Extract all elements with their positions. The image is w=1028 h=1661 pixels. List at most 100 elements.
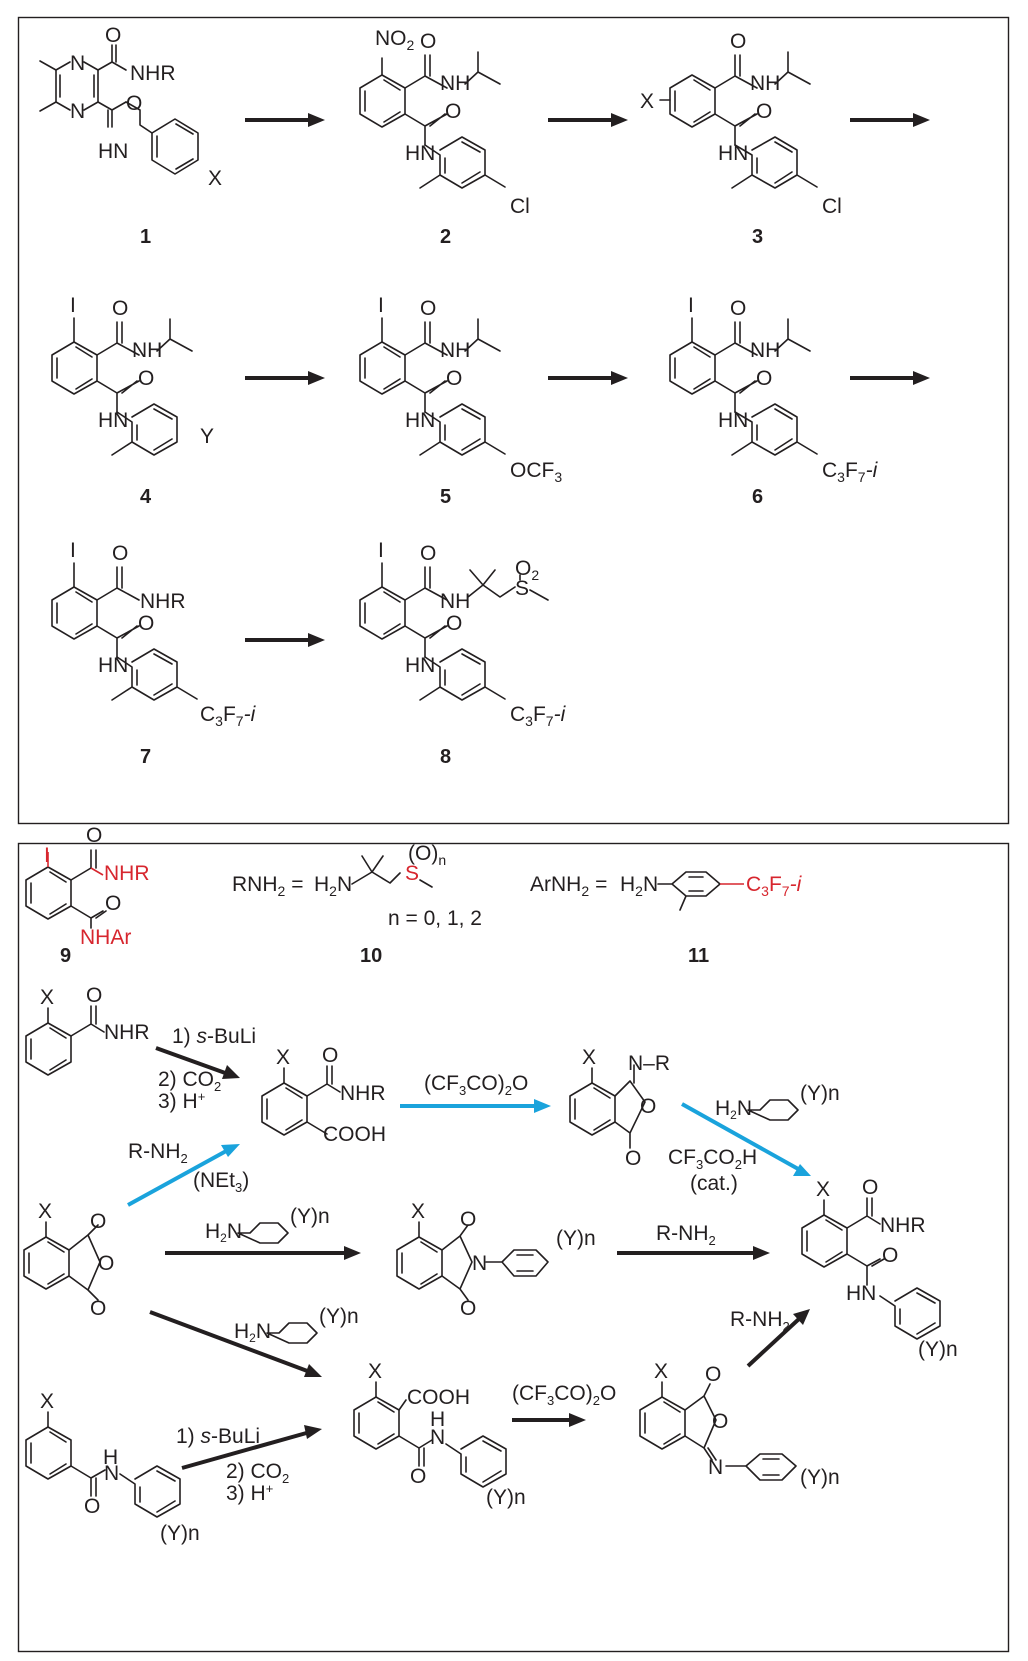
atom-COOH: COOH [323,1123,386,1146]
substituent-yn: (Y)n [556,1227,596,1250]
atom-X: X [208,167,222,190]
reagent-aniline: H2N (Y)n [234,1305,359,1345]
compound-number: 9 [60,945,71,967]
reagent-cat: (cat.) [690,1172,738,1195]
compound-3: O NH X O HN Cl 3 [640,30,842,248]
atom-O: O [84,1495,100,1518]
atom-I: I [688,294,694,317]
atom-On: (O)n [408,842,446,868]
atom-HN: HN [718,409,748,432]
svg-text:(Y)n: (Y)n [319,1305,359,1328]
reagent-aniline: H2N (Y)n [205,1205,330,1245]
reagent-tfa: CF3CO2H [668,1146,757,1172]
atom-N: N [70,52,85,75]
atom-Y: Y [200,425,214,448]
atom-N: N [70,100,85,123]
atom-O: O [460,1208,476,1231]
acid-anilide: X COOH H N O (Y)n [353,1360,526,1509]
atom-X: X [640,90,654,113]
atom-O: O [730,297,746,320]
arrow-head [308,113,325,127]
atom-HN: HN [718,142,748,165]
atom-O: O [105,24,121,47]
substituent-yn: (Y)n [918,1338,958,1361]
compound-number: 1 [140,226,151,248]
arrow-head [753,1246,770,1260]
atom-N: N [430,1426,445,1449]
compound-number: 5 [440,486,451,508]
arrow-head [611,113,628,127]
atom-I: I [70,539,76,562]
atom-Cl: Cl [510,195,530,218]
arrow-head [793,1164,811,1176]
atom-HN: HN [405,409,435,432]
atom-X: X [582,1046,596,1069]
atom-H2N: H2N [314,873,352,899]
panel-2-frame [17,842,1010,1653]
start-anilide: X H N O (Y)n [25,1390,200,1545]
isoimide: X O O N (Y)n [639,1360,840,1489]
atom-O: O [446,612,462,635]
svg-text:(Y)n: (Y)n [800,1082,840,1105]
arrow-head [913,371,930,385]
atom-C3F7: C3F7-i [200,703,257,729]
phthalic-anhydride: X O O O [23,1200,114,1320]
arrow-head [304,1364,322,1377]
arrow-head [569,1413,586,1427]
reagent-sbuli: 1) s-BuLi [172,1025,256,1048]
panel-1-frame [17,16,1010,825]
atom-C3F7: C3F7-i [822,459,879,485]
atom-O: O [86,984,102,1007]
reagent-rnh2: R-NH2 [730,1308,790,1334]
atom-O: O [126,92,142,115]
arrow-head [793,1309,810,1325]
reagent-net3: (NEt3) [193,1169,249,1195]
atom-O: O [882,1244,898,1267]
reagent-co2: 2) CO2 [226,1460,289,1486]
arrow-head [913,113,930,127]
atom-X: X [38,1200,52,1223]
compound-number: 4 [140,486,152,508]
reagent-rnh2: R-NH2 [656,1222,716,1248]
compound-6: I O NH O HN C3F7-i 6 [669,294,879,508]
atom-HN: HN [846,1282,876,1305]
atom-X: X [40,986,54,1009]
atom-NHR: NHR [130,62,176,85]
atom-HN: HN [98,654,128,677]
atom-O: O [112,542,128,565]
arrow-head [222,1065,240,1079]
atom-X: X [368,1360,382,1383]
imino-lactone: X N–R O O [569,1046,670,1170]
atom-O: O [862,1176,878,1199]
reagent-hplus: 3) H+ [158,1089,205,1113]
compound-number: 3 [752,226,763,248]
atom-N: N [104,1462,119,1485]
atom-I: I [378,539,384,562]
atom-NHAr: NHAr [80,926,131,949]
reagent-aniline: H2N (Y)n [715,1082,840,1122]
atom-NH: NH [132,339,162,362]
atom-O: O [138,612,154,635]
atom-O: O [730,30,746,53]
reaction-arrow-blue [681,1102,801,1172]
compound-11: ArNH2= H2N C3F7-i 11 [530,871,803,967]
atom-I: I [378,294,384,317]
atom-O: O [90,1297,106,1320]
n-values: n = 0, 1, 2 [388,907,482,930]
reaction-arrow [149,1310,311,1374]
atom-N: N [708,1456,723,1479]
substituent-yn: (Y)n [160,1522,200,1545]
atom-O: O [460,1297,476,1320]
atom-O: O [105,892,121,915]
compound-1: N N O NHR O HN X 1 [39,24,222,248]
reaction-arrow [155,1046,229,1076]
atom-S: S [515,577,529,600]
compound-4: I O NH O HN Y 4 [51,294,214,508]
atom-X: X [816,1178,830,1201]
atom-OCF3: OCF3 [510,459,562,485]
atom-O: O [625,1147,641,1170]
atom-O: O [420,542,436,565]
atom-NH: NH [440,339,470,362]
atom-O: O [112,297,128,320]
compound-number: 11 [688,945,709,967]
